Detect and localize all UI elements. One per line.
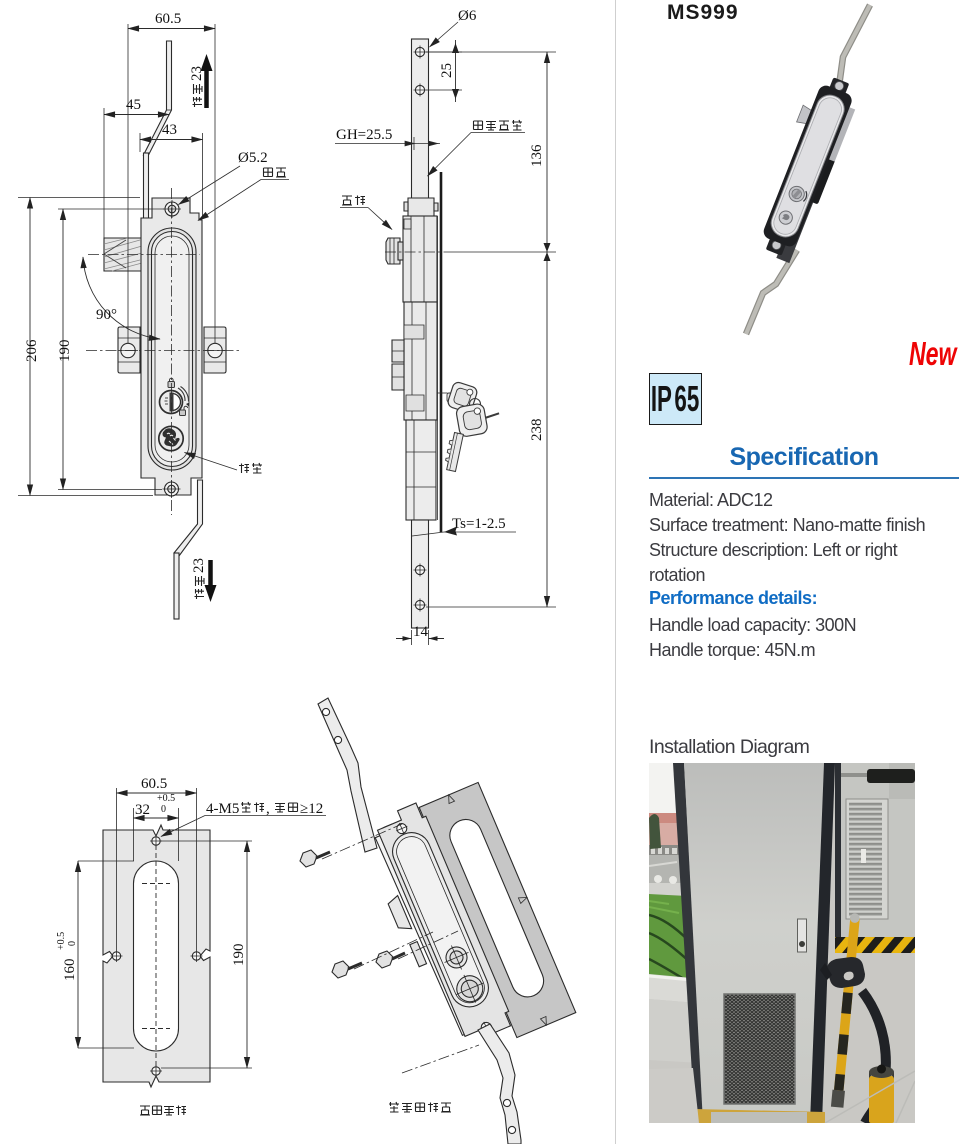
svg-text:60.5: 60.5 [155,11,181,27]
svg-text:≥12: ≥12 [300,801,323,817]
svg-text:160: 160 [62,959,78,982]
svg-text:4-M5: 4-M5 [206,801,239,817]
svg-text:90°: 90° [96,307,117,323]
svg-text:43: 43 [162,122,177,138]
svg-text:206: 206 [24,339,40,362]
svg-text:GH=25.5: GH=25.5 [336,127,392,143]
svg-text:23: 23 [191,558,207,573]
svg-text:14: 14 [413,624,429,640]
svg-text:Ø5.2: Ø5.2 [238,150,268,166]
svg-text:0: 0 [161,804,166,815]
svg-text:238: 238 [529,419,545,442]
svg-text:0: 0 [67,941,78,946]
svg-text:Ts=1-2.5: Ts=1-2.5 [452,516,506,532]
svg-text:32: 32 [135,802,150,818]
svg-text:45: 45 [126,97,141,113]
svg-text:190: 190 [231,944,247,967]
svg-text:60.5: 60.5 [141,776,167,792]
svg-text:190: 190 [57,340,73,363]
svg-text:,: , [266,801,270,817]
svg-text:Ø6: Ø6 [458,8,477,24]
svg-text:136: 136 [529,144,545,167]
svg-text:25: 25 [439,63,455,78]
svg-text:+0.5: +0.5 [56,932,67,950]
svg-text:+0.5: +0.5 [157,793,175,804]
